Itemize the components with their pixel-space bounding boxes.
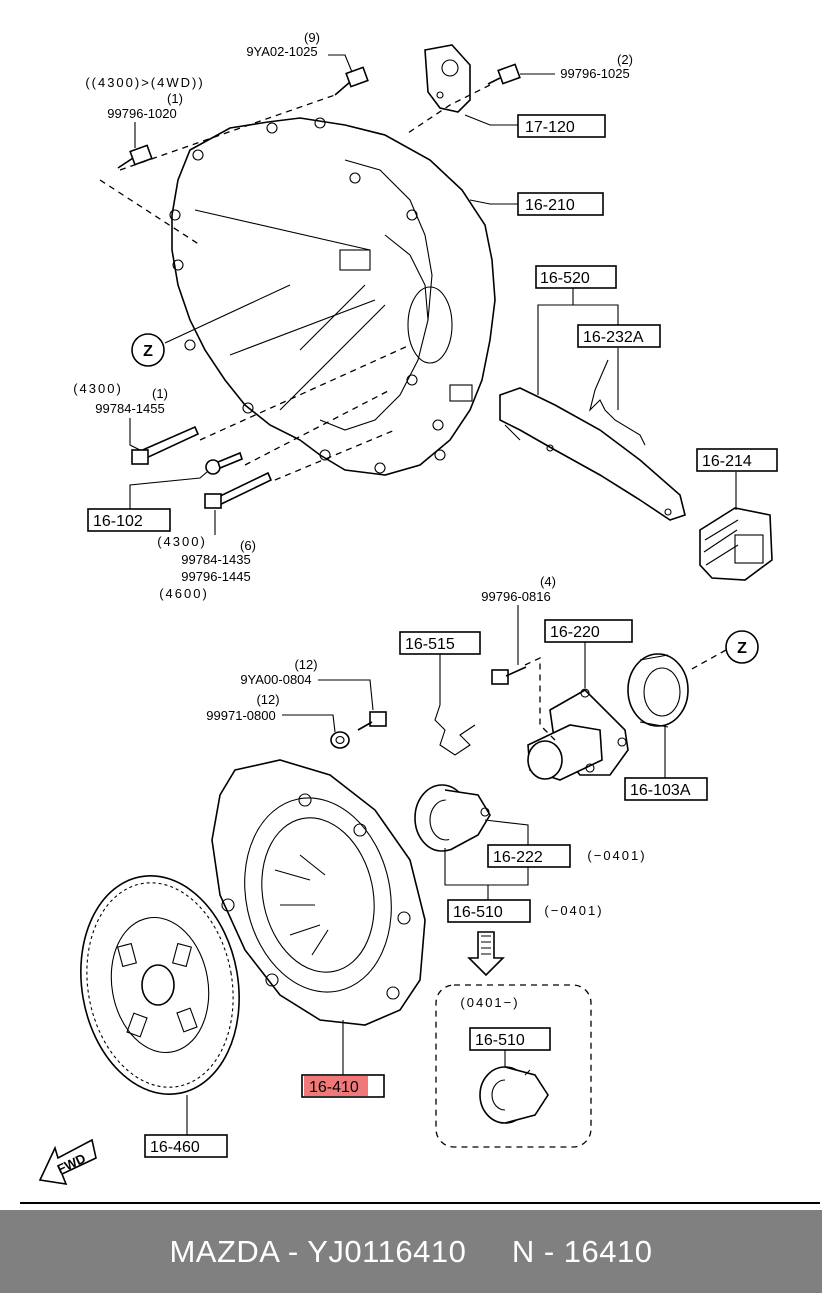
release-bearing xyxy=(414,784,491,852)
alternate-part-frame xyxy=(435,984,592,1148)
callout-label: 17-120 xyxy=(525,119,575,136)
callout-label: 16-460 xyxy=(150,1139,200,1156)
part-number: 99796-1025 xyxy=(560,66,629,81)
z-marker-text: Z xyxy=(143,343,153,360)
callout-16-232a: 16-232A xyxy=(577,324,661,348)
callout-label: 16-214 xyxy=(702,453,752,470)
z-marker-text: Z xyxy=(737,640,747,657)
callout-16-103a: 16-103A xyxy=(624,777,708,801)
clutch-exploded-diagram: Z Z xyxy=(20,30,820,1204)
callout-label: 16-210 xyxy=(525,197,575,214)
dowel-pin xyxy=(205,451,243,475)
qty-label: (9) xyxy=(304,30,320,45)
footer-bar: MAZDA - YJ0116410 N - 16410 xyxy=(0,1210,822,1293)
bolt-99784-1455 xyxy=(131,425,200,465)
date-range-label: (−0401) xyxy=(544,903,603,918)
condition-label: (4600) xyxy=(159,586,209,601)
callout-label: 16-102 xyxy=(93,513,143,530)
forward-direction-arrow: FWD xyxy=(38,1138,97,1186)
callout-16-520: 16-520 xyxy=(535,265,617,289)
callout-16-515: 16-515 xyxy=(399,631,481,655)
qty-label: (12) xyxy=(294,657,317,672)
callout-17-120: 17-120 xyxy=(517,114,606,138)
clutch-disc xyxy=(80,875,240,1095)
callout-label: 16-515 xyxy=(405,636,455,653)
condition-label: ((4300)>(4WD)) xyxy=(85,75,204,90)
callout-label: 16-103A xyxy=(630,782,691,799)
bolt-99796-1025 xyxy=(487,63,521,85)
release-fork xyxy=(499,387,686,521)
part-number: 99796-1020 xyxy=(107,106,176,121)
bracket-plate xyxy=(404,44,491,136)
part-number: 99784-1455 xyxy=(95,401,164,416)
callout-16-510-alt: 16-510 xyxy=(469,1027,551,1051)
callout-label: 16-520 xyxy=(540,270,590,287)
date-range-label: (0401−) xyxy=(460,995,519,1010)
oil-seal xyxy=(627,653,689,728)
callout-label: 16-222 xyxy=(493,849,543,866)
part-number: 99796-1445 xyxy=(181,569,250,584)
release-bearing-guide xyxy=(527,688,629,781)
part-number: 99784-1435 xyxy=(181,552,250,567)
part-notes: (9) 9YA02-1025 (2) 99796-1025 ((4300)>(4… xyxy=(73,30,646,1010)
callout-label: 16-510 xyxy=(475,1032,525,1049)
callout-16-220: 16-220 xyxy=(544,619,633,643)
callout-label: 16-232A xyxy=(583,329,644,346)
washer-99971-0800 xyxy=(330,731,350,749)
clutch-housing xyxy=(99,94,496,476)
condition-label: (4300) xyxy=(157,534,207,549)
callout-16-102: 16-102 xyxy=(87,508,171,532)
qty-label: (1) xyxy=(167,91,183,106)
part-number: 9YA00-0804 xyxy=(240,672,311,687)
replacement-arrow xyxy=(467,931,505,977)
clutch-cover-pressure-plate xyxy=(211,759,426,1026)
bolt-99796-1020 xyxy=(117,144,153,169)
bearing-spring-clip xyxy=(434,704,476,756)
part-number: 9YA02-1025 xyxy=(246,44,317,59)
footer-part-number: MAZDA - YJ0116410 N - 16410 xyxy=(169,1233,653,1269)
qty-label: (2) xyxy=(617,52,633,67)
retaining-spring-clip xyxy=(588,359,646,446)
bolt-99796-0816 xyxy=(491,666,527,685)
qty-label: (12) xyxy=(256,692,279,707)
qty-label: (1) xyxy=(152,386,168,401)
fwd-text: FWD xyxy=(55,1151,88,1177)
release-bearing-alt xyxy=(479,1066,549,1124)
callout-16-214: 16-214 xyxy=(696,448,778,472)
callout-16-460: 16-460 xyxy=(144,1134,228,1158)
bolt-9ya00-0804 xyxy=(357,711,387,731)
part-number: 99971-0800 xyxy=(206,708,275,723)
callout-label: 16-220 xyxy=(550,624,600,641)
callout-16-410: 16-410 xyxy=(301,1074,385,1098)
callout-label: 16-510 xyxy=(453,904,503,921)
callout-16-210: 16-210 xyxy=(517,192,604,216)
date-range-label: (−0401) xyxy=(587,848,646,863)
part-number: 99796-0816 xyxy=(481,589,550,604)
callout-label: 16-410 xyxy=(309,1079,359,1096)
z-reference-marker: Z xyxy=(725,630,759,664)
dust-boot xyxy=(699,507,773,581)
qty-label: (4) xyxy=(540,574,556,589)
condition-label: (4300) xyxy=(73,381,123,396)
leader-lines xyxy=(129,54,737,1135)
callout-16-222: 16-222 xyxy=(487,844,571,868)
callout-16-510: 16-510 xyxy=(447,899,531,923)
qty-label: (6) xyxy=(240,538,256,553)
bolt-99784-1435 xyxy=(204,471,273,509)
z-reference-marker: Z xyxy=(131,333,165,367)
